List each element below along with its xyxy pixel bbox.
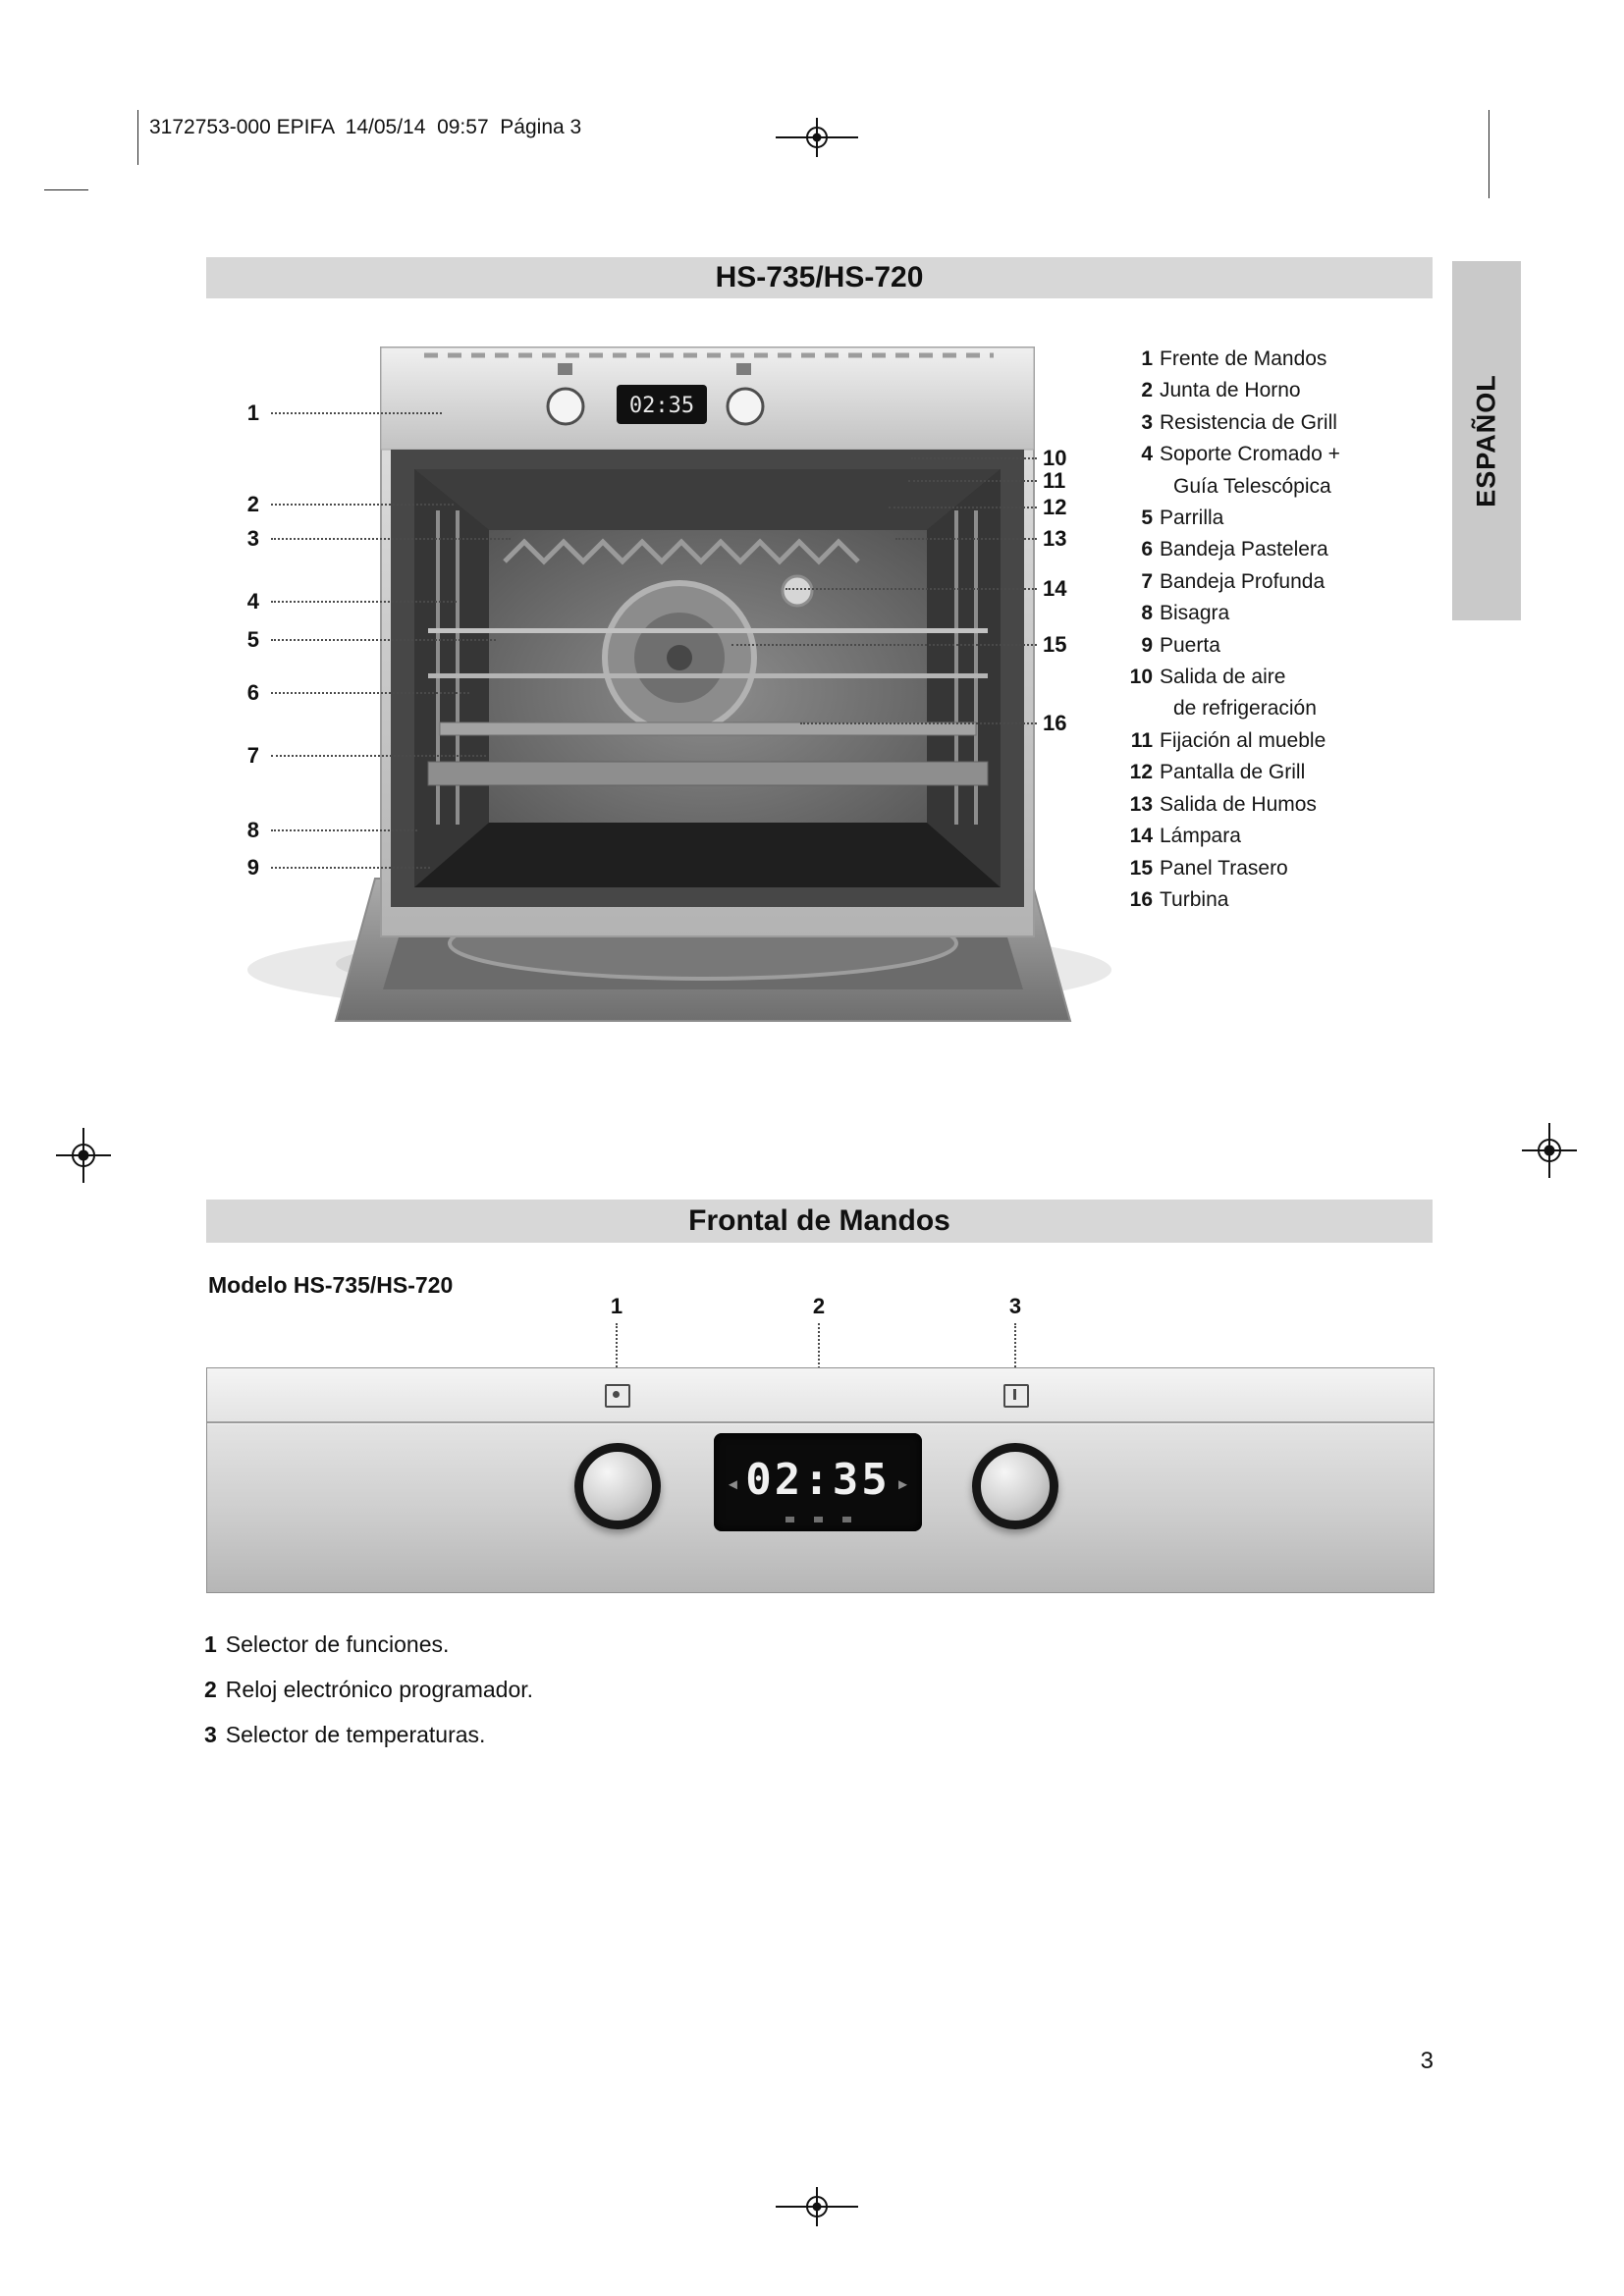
- leader-line: [785, 588, 1037, 590]
- leader-line: [271, 829, 417, 831]
- deep-tray: [427, 761, 989, 786]
- oven-diagram: 02:35: [247, 347, 1111, 1022]
- callout-number: 3: [246, 526, 259, 551]
- callout-number: 15: [1043, 632, 1067, 657]
- grill-element: [503, 538, 860, 565]
- thermostat-icon: [1003, 1384, 1029, 1408]
- control-panel: ◄ 02:35 ►: [206, 1367, 1435, 1593]
- callout-number: 6: [246, 680, 259, 705]
- oven-rack: [428, 673, 988, 678]
- oven-knob-left: [546, 387, 585, 426]
- print-header: 3172753-000 EPIFA 14/05/14 09:57 Página …: [149, 116, 582, 138]
- oven-clock-time: 02:35: [629, 394, 694, 418]
- arrow-right-icon: ►: [895, 1476, 910, 1493]
- oven-lamp: [781, 574, 814, 608]
- temperature-selector-knob: [972, 1443, 1058, 1529]
- language-tab: ESPAÑOL: [1452, 261, 1521, 620]
- callout-number: 13: [1043, 526, 1067, 551]
- function-icon: [558, 363, 572, 375]
- callout-number: 1: [246, 400, 259, 425]
- callout-number: 5: [246, 627, 259, 652]
- leader-line: [271, 692, 469, 694]
- registration-mark-icon: [776, 2187, 858, 2226]
- language-tab-label: ESPAÑOL: [1471, 374, 1501, 507]
- callout-number: 11: [1043, 468, 1066, 493]
- leader-line: [889, 507, 1037, 508]
- leader-line: [271, 601, 457, 603]
- callout-number: 16: [1043, 711, 1067, 735]
- callout-number: 4: [246, 589, 259, 614]
- legend-item-continuation: Guía Telescópica: [1173, 474, 1331, 498]
- crop-line: [137, 110, 138, 165]
- function-icon: [605, 1384, 630, 1408]
- baking-tray: [439, 721, 977, 736]
- arrow-left-icon: ◄: [726, 1476, 740, 1493]
- leader-line: [271, 639, 496, 641]
- callout-number: 2: [812, 1294, 826, 1318]
- model-label: Modelo HS-735/HS-720: [208, 1272, 454, 1298]
- registration-mark-icon: [776, 118, 858, 157]
- registration-mark-icon: [1522, 1123, 1577, 1178]
- crop-line: [44, 189, 88, 190]
- thermostat-icon: [736, 363, 751, 375]
- leader-line: [895, 538, 1037, 540]
- legend-item-continuation: de refrigeración: [1173, 697, 1317, 721]
- section-title-controls: Frontal de Mandos: [206, 1200, 1433, 1243]
- leader-line: [1014, 1323, 1016, 1394]
- oven-clock-display: [617, 385, 707, 424]
- section-title-model: HS-735/HS-720: [206, 257, 1433, 298]
- callout-number: 9: [246, 855, 259, 880]
- callout-number: 12: [1043, 495, 1067, 519]
- leader-line: [911, 457, 1037, 459]
- callout-number: 8: [246, 818, 259, 842]
- page-number: 3: [1420, 2048, 1434, 2074]
- registration-mark-icon: [56, 1128, 111, 1183]
- leader-line: [271, 867, 430, 869]
- leader-line: [800, 722, 1037, 724]
- oven-control-strip: [380, 347, 1035, 451]
- leader-line: [908, 480, 1037, 482]
- callout-number: 14: [1043, 576, 1067, 601]
- leader-line: [271, 755, 486, 757]
- leader-line: [616, 1323, 618, 1394]
- leader-line: [731, 644, 1037, 646]
- callout-number: 2: [246, 492, 259, 516]
- clock-display: ◄ 02:35 ►: [714, 1433, 922, 1531]
- oven-knob-right: [726, 387, 765, 426]
- clock-time: 02:35: [745, 1455, 891, 1505]
- callout-number: 10: [1043, 446, 1067, 470]
- function-selector-knob: [574, 1443, 661, 1529]
- leader-line: [271, 504, 454, 506]
- oven-rack: [428, 628, 988, 633]
- leader-line: [271, 538, 511, 540]
- oven-fan-hub: [667, 645, 692, 670]
- panel-groove: [207, 1421, 1434, 1423]
- leader-line: [271, 412, 442, 414]
- callout-number: 3: [1008, 1294, 1022, 1318]
- clock-mode-icons: [714, 1517, 922, 1522]
- callout-number: 1: [610, 1294, 623, 1318]
- callout-number: 7: [246, 743, 259, 768]
